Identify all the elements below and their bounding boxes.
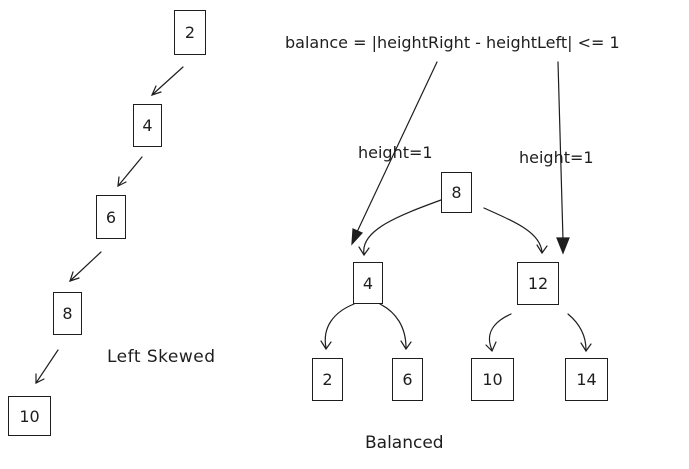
edge-2-to-4: [150, 66, 184, 96]
edge-8-to-4: [358, 199, 442, 257]
left-skewed-node: 10: [8, 396, 51, 436]
height-right-label: height=1: [519, 148, 594, 167]
balance-formula-text: balance = |heightRight - heightLeft| <= …: [285, 33, 620, 52]
edge-4-to-6: [379, 303, 412, 351]
arrow-formula-to-right-subtree: [556, 61, 570, 255]
edge-12-to-14: [567, 313, 592, 353]
balanced-level1-node: 4: [353, 262, 383, 304]
edge-4-to-2: [320, 303, 355, 351]
balanced-level1-node: 12: [517, 262, 559, 305]
height-left-label: height=1: [358, 143, 433, 162]
left-skewed-node: 2: [174, 10, 206, 55]
balanced-level2-node: 6: [392, 358, 423, 401]
left-skewed-node: 8: [53, 292, 82, 335]
annotation-arrows: [351, 61, 570, 255]
left-skewed-node: 6: [96, 195, 126, 239]
edge-8-to-10: [35, 349, 59, 384]
balanced-root-node: 8: [441, 172, 472, 213]
left-skewed-node: 4: [133, 104, 162, 147]
balanced-level2-node: 14: [565, 358, 608, 401]
left-skewed-caption: Left Skewed: [107, 347, 216, 367]
balanced-level2-node: 2: [312, 358, 343, 401]
balanced-edges: [320, 199, 592, 353]
arrow-formula-to-left-subtree: [351, 61, 438, 246]
edge-12-to-10: [485, 313, 512, 353]
balanced-caption: Balanced: [365, 433, 444, 453]
left-skewed-edges: [35, 66, 184, 384]
edge-8-to-12: [483, 207, 548, 255]
edge-4-to-6: [117, 156, 143, 188]
balanced-level2-node: 10: [471, 358, 514, 401]
edge-6-to-8: [69, 251, 102, 282]
